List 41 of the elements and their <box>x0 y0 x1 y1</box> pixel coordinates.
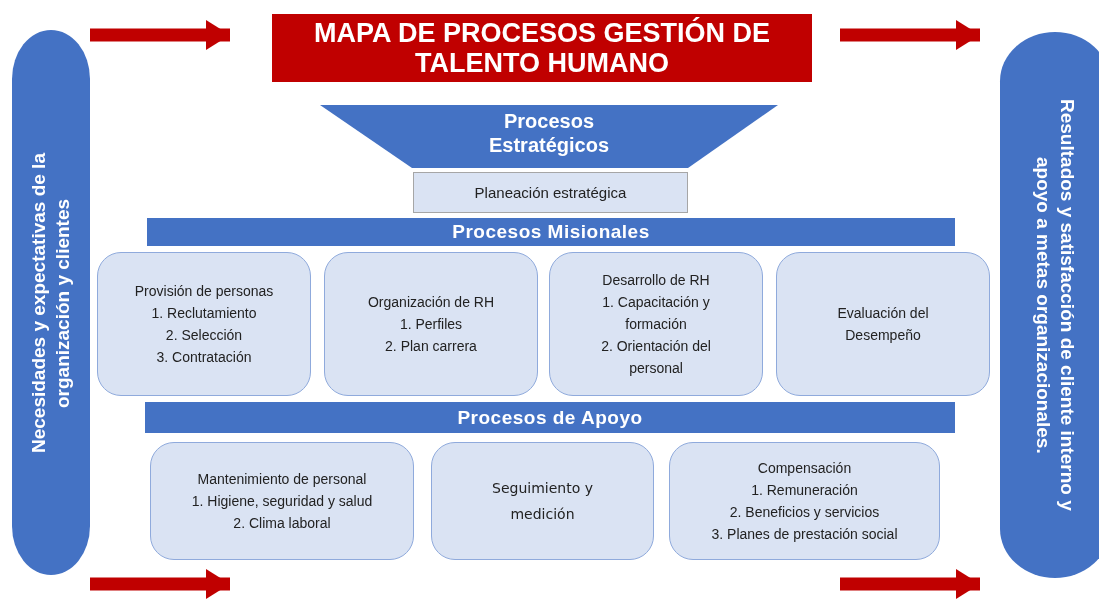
process-box <box>776 252 990 396</box>
arrow <box>90 20 230 50</box>
list-item: 1. Reclutamiento <box>151 304 257 323</box>
process-box <box>150 442 414 560</box>
box-heading: Mantenimiento de personal <box>197 470 367 489</box>
list-item: 1. Higiene, seguridad y salud <box>191 492 373 511</box>
section-band <box>145 402 955 433</box>
process-box <box>413 172 688 213</box>
process-box <box>549 252 763 396</box>
process-box <box>324 252 538 396</box>
section-title: Procesos Misionales <box>452 221 650 243</box>
list-item: 2. Selección <box>165 326 243 345</box>
box-heading: Desarrollo de RH <box>602 271 710 290</box>
box-heading: Organización de RH <box>367 293 495 312</box>
box-text: Seguimiento y medición <box>491 479 594 524</box>
arrow <box>840 20 980 50</box>
box-heading: Compensación <box>757 459 852 478</box>
box-text: Planeación estratégica <box>474 184 627 201</box>
trapezoid-banner <box>320 105 778 168</box>
list-item: 1. Capacitación y formación <box>601 293 711 334</box>
arrow <box>840 569 980 599</box>
list-item: 1. Remuneración <box>751 481 858 500</box>
list-item: 1. Perfiles <box>399 315 463 334</box>
list-item: 2. Beneficios y servicios <box>729 503 880 522</box>
section-title: Procesos de Apoyo <box>457 406 643 429</box>
arrow <box>90 569 230 599</box>
box-text: Evaluación del Desempeño <box>836 304 930 345</box>
list-item: 3. Contratación <box>156 348 252 367</box>
box-text: Resultados y satisfacción de cliente interno y apoyo a metas organizacionales. <box>1032 98 1079 513</box>
process-box <box>669 442 940 560</box>
box-heading: Provisión de personas <box>134 282 274 301</box>
list-item: 2. Orientación del personal <box>600 337 712 378</box>
list-item: 2. Plan carrera <box>385 337 477 356</box>
list-item: 3. Planes de prestación social <box>711 525 898 544</box>
title-banner: MAPA DE PROCESOS GESTIÓN DE TALENTO HUMANO <box>272 14 812 82</box>
list-item: 2. Clima laboral <box>233 514 331 533</box>
section-title: Procesos Estratégicos <box>487 108 611 157</box>
process-box <box>97 252 311 396</box>
box-text: Necesidades y expectativas de la organización y clientes <box>27 151 74 455</box>
process-box <box>431 442 654 560</box>
section-band <box>147 218 955 246</box>
